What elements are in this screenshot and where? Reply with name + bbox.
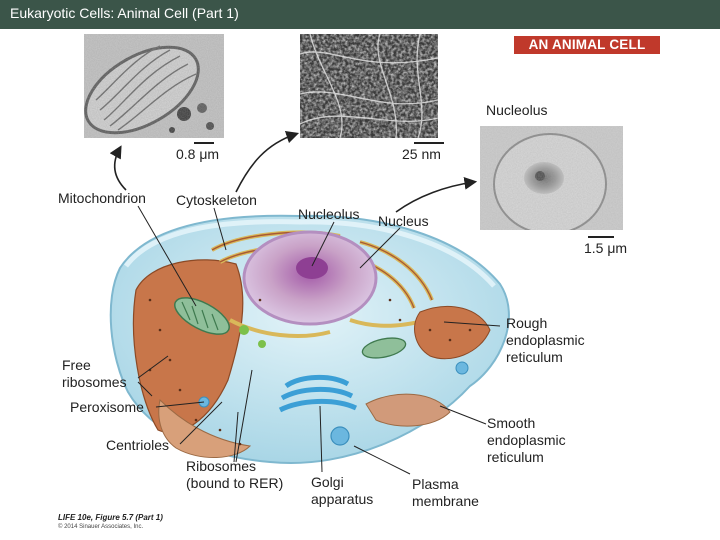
nucleolus-shape [296,257,328,279]
label-free-ribosomes-line-2: ribosomes [62,374,127,390]
label-rough-er-line-3: reticulum [506,349,563,365]
peroxisome-shape [239,325,249,335]
label-golgi-line-1: Golgi [311,474,344,490]
label-cytoskeleton: Cytoskeleton [176,192,257,208]
cytoskeleton-micrograph [300,34,438,138]
mitochondrion-micrograph [84,34,224,138]
label-rough-er-line-1: Rough [506,315,548,331]
an-animal-cell-badge: AN ANIMAL CELL [514,36,660,54]
label-smooth-er-line-2: endoplasmic [487,432,566,448]
label-free-ribosomes-line-1: Free [62,357,91,373]
label-ribosomes-rer-line-1: Ribosomes [186,458,257,474]
label-nucleolus-inset: Nucleolus [486,102,548,118]
scale-bar-cytoskeleton-label: 25 nm [402,146,441,162]
label-golgi: Golgi apparatus [311,474,373,508]
copyright-notice: © 2014 Sinauer Associates, Inc. [58,524,144,530]
label-smooth-er: Smooth endoplasmic reticulum [487,415,566,466]
label-nucleus: Nucleus [378,213,429,229]
label-plasma-membrane-line-2: membrane [412,493,479,509]
title-text: Eukaryotic Cells: Animal Cell (Part 1) [10,5,239,21]
label-rough-er: Rough endoplasmic reticulum [506,315,585,366]
label-mitochondrion: Mitochondrion [58,190,146,206]
label-ribosomes-rer: Ribosomes (bound to RER) [186,458,283,492]
scale-bar-mitochondrion-label: 0.8 μm [176,146,220,162]
arrow-to-nucleus-micrograph [395,177,478,213]
label-smooth-er-line-3: reticulum [487,449,544,465]
label-peroxisome: Peroxisome [70,399,144,415]
label-rough-er-line-2: endoplasmic [506,332,585,348]
arrow-to-cytoskeleton-micrograph [235,130,300,193]
arrow-to-mitochondrion-micrograph [109,145,127,191]
golgi-shape [278,374,358,413]
cell-body [109,214,510,464]
nucleolus-micrograph [480,126,623,230]
figure-credit: LIFE 10e, Figure 5.7 (Part 1) [58,513,163,522]
title-bar: Eukaryotic Cells: Animal Cell (Part 1) [0,0,720,29]
label-centrioles: Centrioles [106,437,170,453]
scale-bar-nucleolus-label: 1.5 μm [584,240,628,256]
label-ribosomes-rer-line-2: (bound to RER) [186,475,284,491]
label-smooth-er-line-1: Smooth [487,415,536,431]
mitochondrion-shape [174,297,230,335]
smooth-er-shape [365,393,451,427]
label-nucleolus: Nucleolus [298,206,360,222]
label-free-ribosomes: Free ribosomes [62,357,127,391]
label-plasma-membrane: Plasma membrane [412,476,479,510]
label-plasma-membrane-line-1: Plasma [412,476,459,492]
label-golgi-line-2: apparatus [311,491,374,507]
